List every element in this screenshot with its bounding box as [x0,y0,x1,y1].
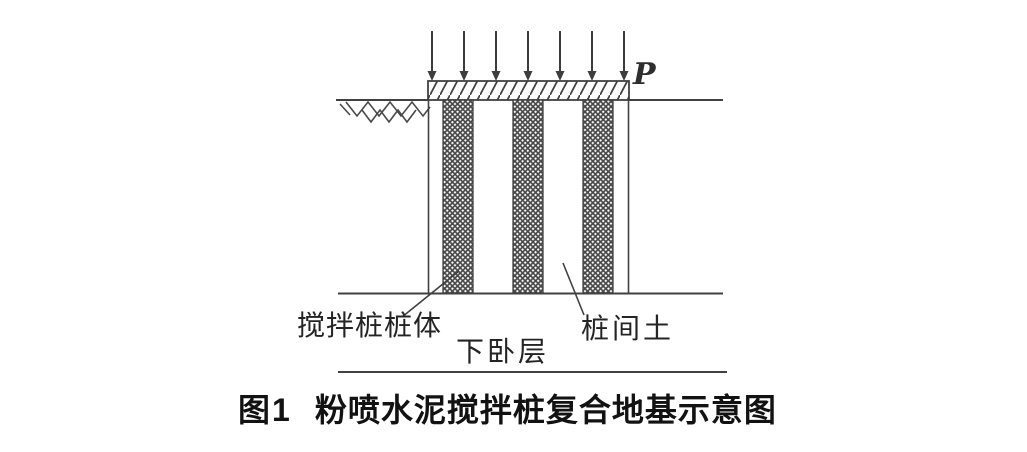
leader-line-soil [562,262,585,316]
mixing-pile-1 [442,99,474,294]
load-arrows [427,31,629,81]
pressure-label: P [633,57,656,92]
figure-caption-title: 粉喷水泥搅拌桩复合地基示意图 [314,392,777,428]
down-arrow-icon [427,31,437,81]
down-arrow-icon [587,31,597,81]
figure-caption-number: 图1 [238,392,292,428]
bearing-slab [427,80,630,101]
down-arrow-icon [619,31,629,81]
leader-line-pile-body [401,270,460,318]
soil-hatch-icon [339,100,431,124]
underlying-layer-label: 下卧层 [456,337,550,368]
mixing-pile-3 [582,99,614,294]
down-arrow-icon [459,31,469,81]
down-arrow-icon [523,31,533,81]
down-arrow-icon [491,31,501,81]
mixing-pile-2 [512,99,544,294]
pile-body-label: 搅拌桩桩体 [297,311,443,342]
down-arrow-icon [555,31,565,81]
soil-between-piles-label: 桩间土 [581,314,675,345]
figure-caption: 图1 粉喷水泥搅拌桩复合地基示意图 [238,392,777,429]
